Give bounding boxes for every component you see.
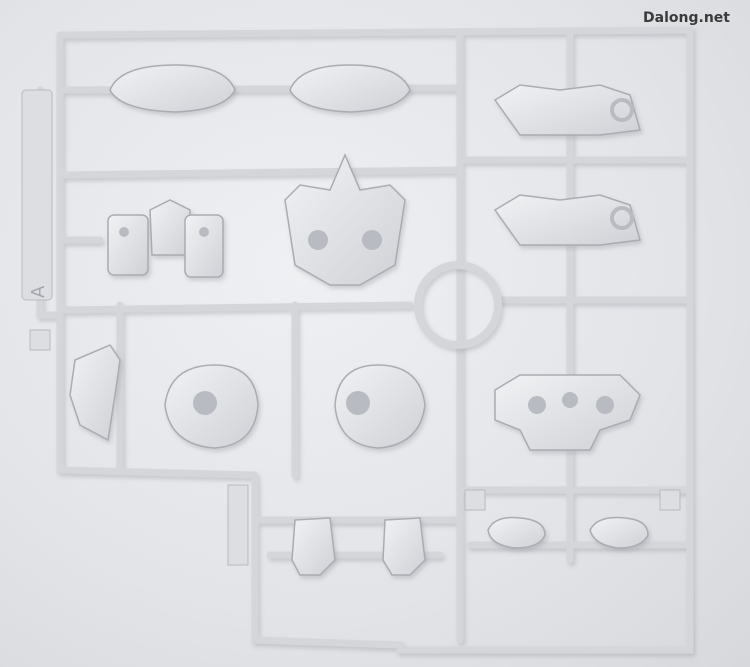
- part-bottom-2: [382, 517, 426, 576]
- part-right-1: [493, 84, 641, 136]
- sprue-frame: [36, 26, 694, 654]
- part-right-2: [493, 194, 641, 246]
- part-head: [284, 153, 406, 286]
- part-left-3: [184, 214, 224, 278]
- part-details: [119, 98, 634, 415]
- watermark: Dalong.net: [643, 10, 730, 26]
- svg-text:A: A: [28, 285, 49, 298]
- part-bottom-1: [291, 517, 336, 576]
- part-bottom-3: [487, 516, 546, 549]
- part-left-1: [107, 214, 149, 276]
- part-bottom-4: [589, 516, 649, 549]
- kit-parts: [69, 64, 649, 576]
- sprue-tags: [21, 89, 681, 566]
- part-chest: [494, 374, 641, 451]
- part-left-2: [149, 199, 191, 256]
- sprue-ring: [414, 261, 502, 349]
- part-a2: [289, 64, 411, 113]
- part-fin: [69, 344, 121, 442]
- part-arm-right: [334, 364, 426, 449]
- part-a1: [109, 64, 236, 113]
